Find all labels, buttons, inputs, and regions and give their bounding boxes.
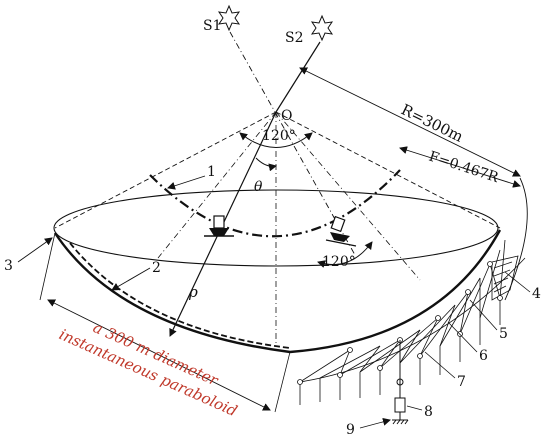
label-rho: ρ	[188, 283, 198, 301]
leader-7	[424, 351, 456, 379]
label-s2: S2	[285, 30, 304, 46]
callout-9: 9	[346, 422, 355, 438]
actuator	[392, 340, 409, 425]
label-angle-top: 120°	[262, 128, 296, 144]
ray-s2	[275, 41, 321, 113]
callout-4: 4	[532, 286, 541, 302]
focal-surface-arc	[149, 169, 401, 238]
star-s2-icon	[310, 14, 334, 42]
callout-3: 3	[4, 258, 13, 274]
dish-rim	[53, 189, 499, 267]
feed-cabin-left	[204, 215, 234, 237]
callout-2: 2	[152, 260, 161, 276]
diameter-ext-left	[39, 232, 56, 301]
callout-8: 8	[424, 404, 433, 420]
leader-9	[359, 417, 391, 429]
callout-1: 1	[207, 164, 216, 180]
label-o: O	[281, 108, 292, 124]
label-focal: F=0.467R	[427, 149, 501, 187]
leader-2	[111, 267, 151, 291]
leader-3	[17, 237, 53, 263]
cone-left	[54, 111, 277, 229]
feed-cabin-right	[325, 215, 357, 247]
leader-8	[406, 405, 423, 411]
leader-1	[167, 175, 206, 190]
callout-5: 5	[499, 326, 508, 342]
label-angle-bottom: 120°	[322, 254, 356, 270]
diameter-ext-right	[274, 351, 291, 413]
callout-7: 7	[457, 374, 466, 390]
diameter-dim-line	[47, 299, 271, 411]
leader-4	[504, 271, 531, 293]
ray-s1	[229, 31, 276, 113]
truss-nodes	[297, 261, 503, 385]
label-radius: R=300m	[398, 100, 466, 145]
theta-arc	[255, 157, 277, 172]
cone-back-right	[275, 111, 421, 281]
star-s1-icon	[217, 4, 241, 32]
leader-6	[447, 321, 478, 353]
support-truss	[299, 239, 526, 405]
angle-bottom-arc	[317, 241, 373, 268]
ring-beam	[491, 255, 519, 301]
label-s1: S1	[203, 18, 222, 34]
leader-5	[469, 299, 498, 331]
focal-dim-line	[399, 146, 521, 188]
callout-6: 6	[479, 348, 488, 364]
outer-arc	[504, 177, 528, 301]
label-theta: θ	[254, 179, 263, 195]
